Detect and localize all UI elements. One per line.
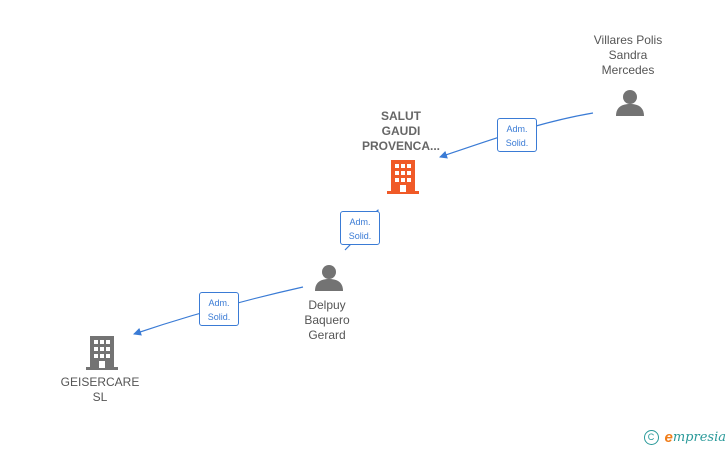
person-icon[interactable] — [616, 90, 644, 116]
edge-label-villares-salut[interactable]: Adm. Solid. — [497, 118, 537, 152]
node-label-line: Baquero — [304, 313, 350, 327]
node-label-line: SL — [92, 390, 108, 404]
edge-label-line: Adm. — [506, 124, 528, 134]
node-label-villares[interactable]: Villares Polis Sandra Mercedes — [578, 33, 678, 78]
brand-initial: e — [664, 429, 673, 446]
edge-label-line: Solid. — [207, 312, 231, 322]
node-label-line: Delpuy — [308, 298, 346, 312]
brand-name: mpresia — [672, 430, 726, 445]
node-label-salut[interactable]: SALUT GAUDI PROVENCA... — [351, 109, 451, 154]
copyright-icon: C — [643, 430, 659, 445]
node-label-line: GAUDI — [381, 124, 421, 138]
node-label-geisercare[interactable]: GEISERCARE SL — [52, 375, 148, 405]
edge-label-delpuy-geisercare[interactable]: Adm. Solid. — [199, 292, 239, 326]
edge-label-line: Adm. — [349, 217, 371, 227]
node-label-line: Sandra — [608, 48, 648, 62]
node-label-delpuy[interactable]: Delpuy Baquero Gerard — [281, 298, 373, 343]
building-icon[interactable] — [387, 160, 419, 194]
edge-label-line: Solid. — [505, 138, 529, 148]
node-label-line: Gerard — [308, 328, 346, 342]
footer-brand: C e mpresia — [643, 429, 726, 446]
edge-label-line: Adm. — [208, 298, 230, 308]
building-icon[interactable] — [86, 336, 118, 370]
node-label-line: SALUT — [381, 109, 421, 123]
node-label-line: GEISERCARE — [60, 375, 140, 389]
node-label-line: Mercedes — [601, 63, 655, 77]
person-icon[interactable] — [315, 265, 343, 291]
node-label-line: PROVENCA... — [361, 139, 440, 153]
edge-label-delpuy-salut[interactable]: Adm. Solid. — [340, 211, 380, 245]
edge-label-line: Solid. — [348, 231, 372, 241]
node-label-line: Villares Polis — [593, 33, 663, 47]
